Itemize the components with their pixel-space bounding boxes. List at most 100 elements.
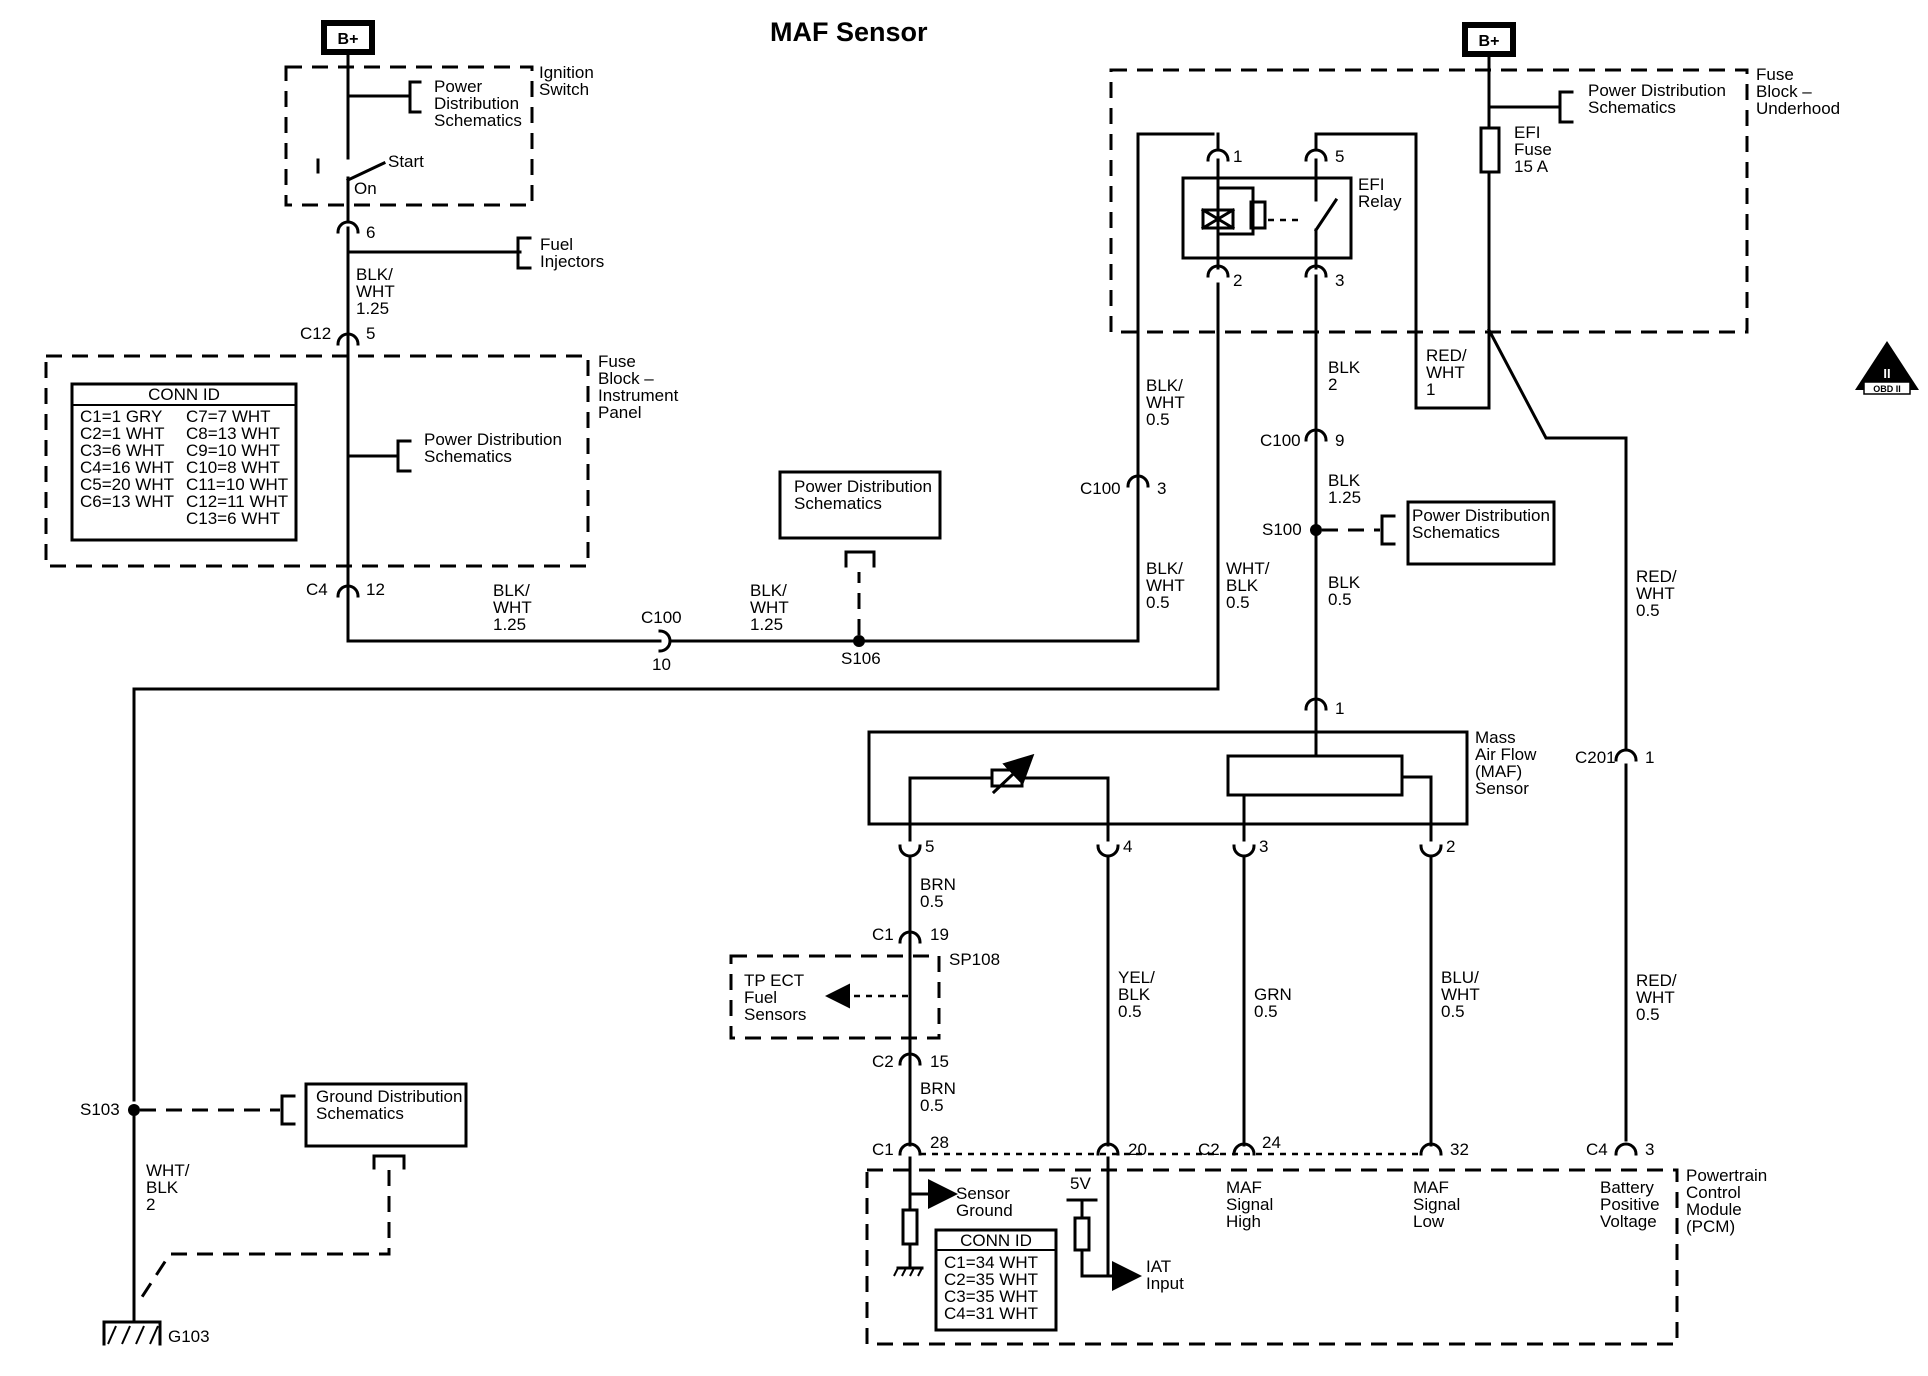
splice-s106: [853, 635, 865, 647]
power-dist-ref-ignition: [408, 80, 422, 114]
svg-text:3: 3: [1335, 271, 1344, 290]
svg-text:1: 1: [1335, 699, 1344, 718]
ground-dist-box: [304, 1082, 468, 1148]
tp-ect-sensors-boundary: [729, 954, 941, 1040]
conn-id-row: C3=35 WHT: [944, 1287, 1038, 1306]
s103-label: S103: [80, 1100, 120, 1119]
sp108-label: SP108: [949, 950, 1000, 969]
c12-label: C12: [300, 324, 331, 343]
connector-pin32: [1419, 1142, 1443, 1156]
battery-b-plus-left: B+: [321, 20, 375, 55]
fuse-block-ip-boundary: [44, 354, 590, 568]
conn-id-row: C1=1 GRY: [80, 407, 162, 426]
conn-id-row: C3=6 WHT: [80, 441, 165, 460]
conn-id-row: C11=10 WHT: [186, 475, 288, 494]
svg-text:C4: C4: [1586, 1140, 1608, 1159]
ground-g103-symbol: [102, 1320, 162, 1346]
ground-dist-dashed: [138, 1170, 391, 1301]
c201-label: C201: [1575, 748, 1616, 767]
efi-relay-box: [1181, 176, 1353, 260]
pcm-boundary: [865, 1168, 1679, 1346]
conn-id-row: C4=31 WHT: [944, 1304, 1038, 1323]
pcm-pullup-resistor: [1073, 1216, 1091, 1252]
power-dist-box-s100: [1406, 500, 1556, 566]
c1-19-label: C1: [872, 925, 894, 944]
svg-text:CONN ID: CONN ID: [960, 1231, 1032, 1250]
obd-ii-badge: II OBD II: [1855, 341, 1919, 395]
c2-15-label: C2: [872, 1052, 894, 1071]
c4-label: C4: [306, 580, 328, 599]
diagram-title: MAF Sensor: [770, 17, 928, 47]
svg-text:2: 2: [1446, 837, 1455, 856]
svg-text:1: 1: [1233, 147, 1242, 166]
ignition-switch-boundary: [284, 65, 534, 207]
power-dist-box-s106: [778, 470, 942, 540]
wire-fuse-to-c201: [1486, 327, 1628, 752]
connector-c201: [1614, 748, 1638, 762]
svg-text:C2: C2: [1198, 1140, 1220, 1159]
svg-text:1: 1: [1645, 748, 1654, 767]
wire-relay1: [1136, 132, 1215, 643]
svg-text:12: 12: [366, 580, 385, 599]
battery-b-plus-right: B+: [1462, 22, 1516, 57]
svg-text:5: 5: [1335, 147, 1344, 166]
connector-pin20: [1096, 1142, 1120, 1156]
svg-text:B+: B+: [338, 31, 359, 48]
svg-text:CONN ID: CONN ID: [148, 385, 220, 404]
conn-id-row: C13=6 WHT: [186, 509, 280, 528]
conn-id-row: C10=8 WHT: [186, 458, 280, 477]
connector-c2-15: [898, 1052, 922, 1066]
svg-text:9: 9: [1335, 431, 1344, 450]
efi-fuse: [1479, 126, 1501, 174]
maf-heater-element: [1226, 754, 1404, 797]
svg-text:28: 28: [930, 1133, 949, 1152]
conn-id-row: C4=16 WHT: [80, 458, 174, 477]
svg-text:10: 10: [652, 655, 671, 674]
conn-id-row: C12=11 WHT: [186, 492, 288, 511]
svg-text:32: 32: [1450, 1140, 1469, 1159]
connector-c100-pin3: [1126, 474, 1150, 488]
c100-label-c: C100: [1260, 431, 1301, 450]
svg-text:2: 2: [1233, 271, 1242, 290]
g103-label: G103: [168, 1327, 210, 1346]
maf-pin1: [1304, 697, 1328, 711]
svg-text:4: 4: [1123, 837, 1132, 856]
power-dist-ref-ip: [396, 439, 412, 473]
splice-s100: [1310, 524, 1322, 536]
pin-6-label: 6: [366, 223, 375, 242]
svg-text:3: 3: [1645, 1140, 1654, 1159]
conn-id-row: C2=1 WHT: [80, 424, 165, 443]
power-dist-ref-uh: [1558, 90, 1574, 124]
connector-c1-28: [898, 1142, 922, 1156]
wire-c4-to-c100: [346, 598, 662, 643]
svg-text:B+: B+: [1479, 33, 1500, 50]
